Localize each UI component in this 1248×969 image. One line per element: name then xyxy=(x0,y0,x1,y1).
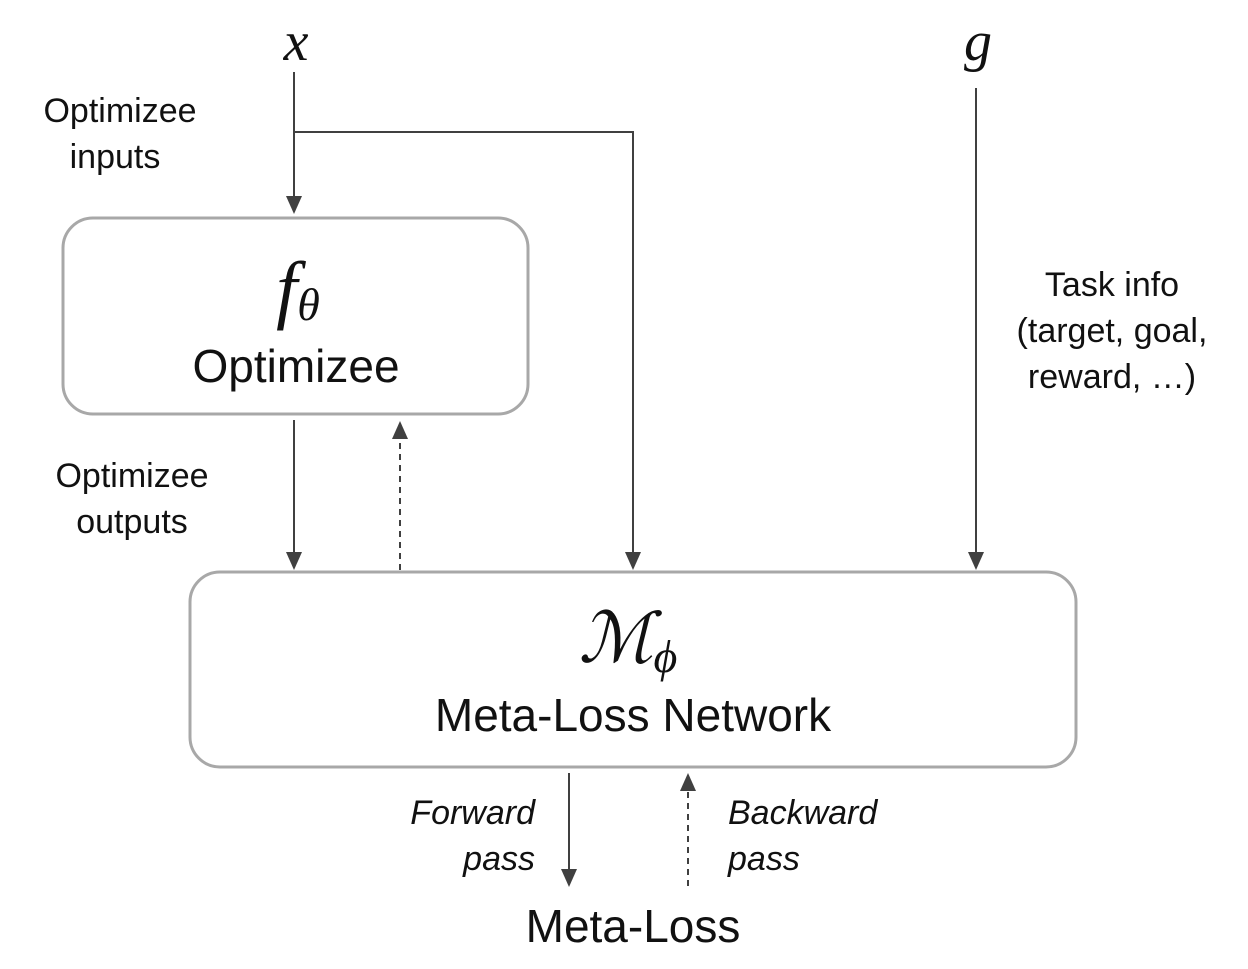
x-to-optimizee-arrowhead xyxy=(286,196,302,214)
metaloss-output-label: Meta-Loss xyxy=(526,900,741,952)
metaloss-symbol: ℳϕ xyxy=(579,601,678,682)
x-input-symbol: x xyxy=(283,11,309,73)
optimizee-to-metaloss-arrowhead xyxy=(286,552,302,570)
x-to-metaloss-wire xyxy=(294,131,634,555)
svg-text:pass: pass xyxy=(462,840,535,878)
forward-pass-arrowhead xyxy=(561,869,577,887)
task-info-label: Task info (target, goal, reward, …) xyxy=(1017,266,1208,396)
svg-text:Optimizee: Optimizee xyxy=(43,92,196,130)
g-to-metaloss-arrowhead xyxy=(968,552,984,570)
optimizee-box: fθ Optimizee xyxy=(61,216,530,416)
svg-text:reward, …): reward, …) xyxy=(1028,358,1196,396)
optimizee-inputs-label: Optimizee inputs xyxy=(43,92,196,176)
gradient-to-optimizee-arrowhead xyxy=(392,421,408,439)
optimizee-outputs-label: Optimizee outputs xyxy=(55,457,208,541)
svg-text:Forward: Forward xyxy=(410,794,536,832)
optimizee-title: Optimizee xyxy=(192,340,399,392)
svg-text:(target, goal,: (target, goal, xyxy=(1017,312,1208,350)
svg-text:Task info: Task info xyxy=(1045,266,1179,304)
svg-text:pass: pass xyxy=(727,840,800,878)
svg-text:outputs: outputs xyxy=(76,503,188,541)
metaloss-title: Meta-Loss Network xyxy=(435,689,832,741)
g-input-symbol: g xyxy=(964,11,992,73)
backward-pass-arrowhead xyxy=(680,773,696,791)
svg-text:inputs: inputs xyxy=(70,138,161,176)
svg-text:Backward: Backward xyxy=(728,794,878,832)
metaloss-network-box: ℳϕ Meta-Loss Network xyxy=(188,570,1078,769)
x-to-metaloss-arrowhead xyxy=(625,552,641,570)
backward-pass-label: Backward pass xyxy=(727,794,878,878)
svg-text:Optimizee: Optimizee xyxy=(55,457,208,495)
optimizee-symbol: fθ xyxy=(276,247,320,331)
forward-pass-label: Forward pass xyxy=(410,794,536,878)
